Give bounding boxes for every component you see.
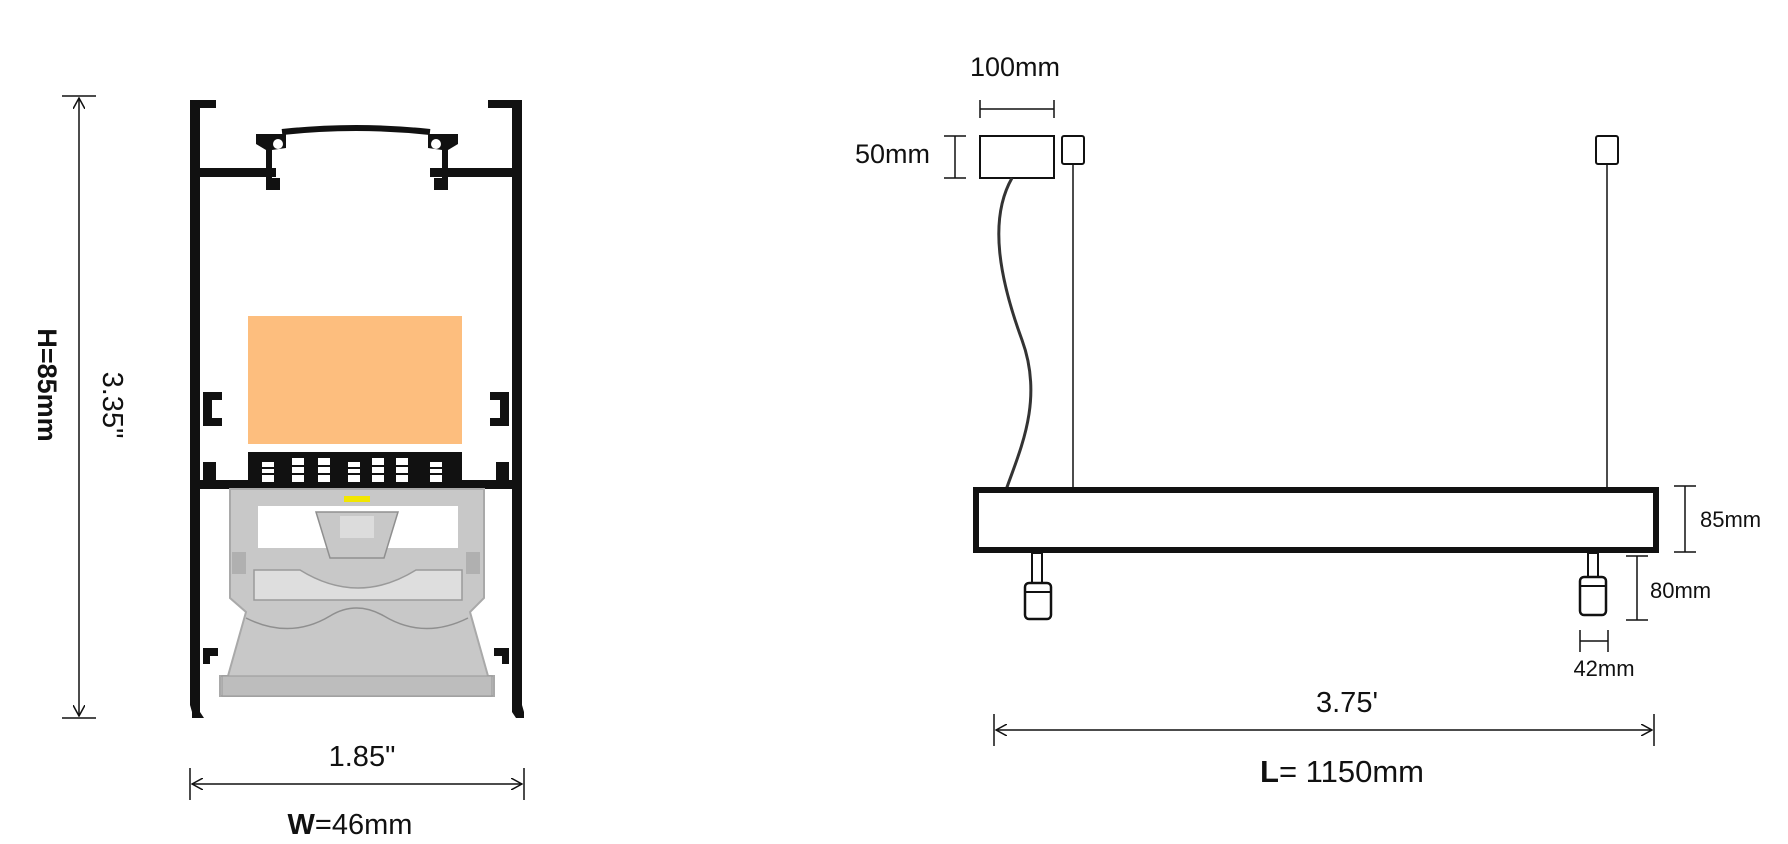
fixture-height-dimension [1674, 485, 1696, 553]
spot-head-right [1578, 552, 1608, 617]
length-label-prefix: L [1260, 754, 1279, 789]
spot-width-label: 42mm [1573, 656, 1634, 681]
width-label-prefix: W [288, 809, 316, 841]
spot-head-left [1023, 552, 1053, 621]
height-mm-label: H=85mm [32, 328, 62, 441]
driver-height-dimension [944, 135, 966, 179]
side-view: 100mm 50mm [855, 52, 1761, 789]
width-inch-label: 1.85" [329, 741, 396, 773]
fixture-body [973, 487, 1659, 553]
led-board [248, 316, 462, 444]
width-mm-label: W=46mm [288, 809, 413, 841]
profile-cross-section: H=85mm 3.35" [32, 95, 525, 841]
aluminium-extrusion [190, 100, 524, 718]
ceiling-canopy-left [1061, 135, 1085, 165]
length-dimension [993, 714, 1655, 746]
spot-height-label: 80mm [1650, 578, 1711, 603]
power-cord [997, 177, 1033, 491]
heatsink-row [248, 452, 462, 482]
length-inch-label: 3.75' [1316, 687, 1378, 719]
driver-width-label: 100mm [970, 52, 1060, 82]
led-chip [344, 496, 370, 502]
top-clip-cover [256, 125, 458, 190]
driver-height-label: 50mm [855, 139, 930, 169]
width-label-value: =46mm [315, 809, 413, 841]
spot-lens-module [219, 488, 495, 697]
length-mm-label: L= 1150mm [1260, 754, 1424, 789]
height-dimension [62, 95, 96, 719]
fixture-height-label: 85mm [1700, 507, 1761, 532]
length-label-value: = 1150mm [1279, 754, 1424, 789]
height-inch-label: 3.35" [96, 372, 128, 439]
ceiling-canopy-right [1595, 135, 1619, 165]
width-dimension [189, 768, 525, 800]
spot-height-dimension [1626, 555, 1648, 621]
driver-width-dimension [979, 100, 1055, 118]
spot-width-dimension [1579, 630, 1609, 652]
driver-box [979, 135, 1055, 179]
